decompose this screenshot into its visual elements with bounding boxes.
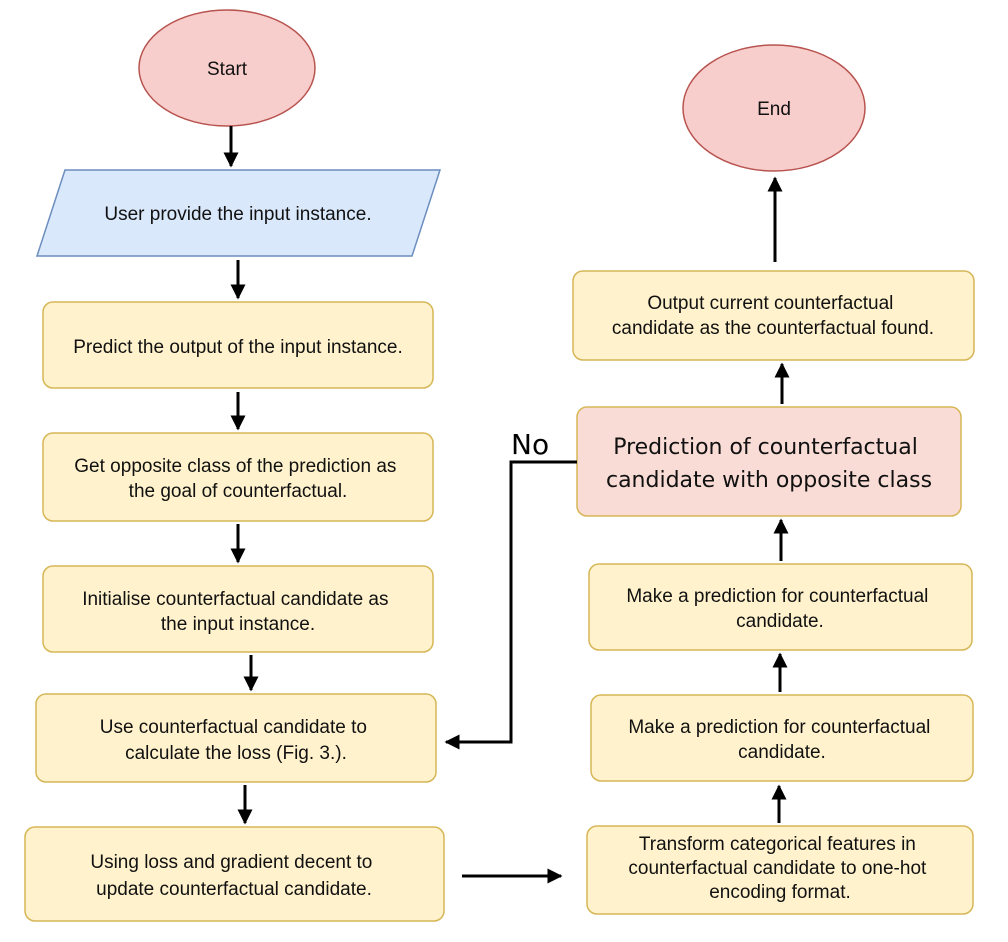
transform-node: Transform categorical features in counte…	[586, 825, 974, 915]
predict2-node: Make a prediction for counterfactual can…	[590, 694, 974, 782]
update-label: Using loss and gradient decent to update…	[90, 852, 377, 900]
opposite-class-node: Get opposite class of the prediction as …	[42, 432, 434, 522]
loss-node: Use counterfactual candidate to calculat…	[35, 693, 437, 783]
output-node: Output current counterfactual candidate …	[572, 270, 975, 361]
arrow-no-decision-to-loss	[444, 460, 577, 750]
start-node: Start	[138, 9, 316, 127]
decision-label: Prediction of counterfactual candidate w…	[606, 435, 932, 493]
predict3-node: Make a prediction for counterfactual can…	[588, 563, 973, 651]
end-node: End	[682, 44, 866, 172]
transform-label: Transform categorical features in counte…	[628, 834, 931, 903]
update-node: Using loss and gradient decent to update…	[24, 826, 445, 922]
predict2-label: Make a prediction for counterfactual can…	[628, 717, 935, 763]
output-label: Output current counterfactual candidate …	[612, 293, 934, 339]
no-edge-label: No	[511, 428, 549, 461]
predict3-label: Make a prediction for counterfactual can…	[626, 586, 933, 632]
user-input-label: User provide the input instance.	[104, 204, 371, 225]
predict-node: Predict the output of the input instance…	[42, 301, 434, 389]
init-candidate-label: Initialise counterfactual candidate as t…	[82, 589, 394, 635]
opposite-class-label: Get opposite class of the prediction as …	[74, 456, 401, 502]
init-candidate-node: Initialise counterfactual candidate as t…	[42, 565, 434, 653]
end-label: End	[757, 99, 791, 120]
start-label: Start	[207, 59, 248, 80]
predict-label: Predict the output of the input instance…	[73, 337, 403, 358]
user-input-node: User provide the input instance.	[35, 169, 442, 257]
loss-label: Use counterfactual candidate to calculat…	[100, 717, 373, 764]
decision-node: Prediction of counterfactual candidate w…	[576, 406, 962, 517]
